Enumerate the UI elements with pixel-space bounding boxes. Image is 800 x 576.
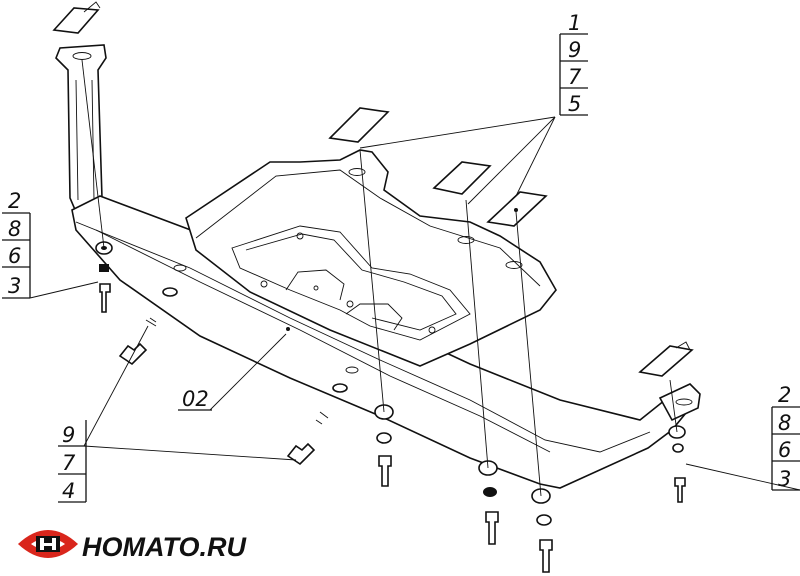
callout-top-right-1: 1 (568, 11, 581, 35)
callout-right-1: 2 (778, 383, 791, 407)
callout-top-right-4: 5 (568, 92, 581, 116)
bolt-stack-left (95, 241, 113, 313)
callout-top-right: 1 9 7 5 (559, 11, 588, 116)
callout-part: 02 (178, 387, 212, 411)
clip-nut-center (328, 107, 390, 143)
callout-top-right-2: 9 (568, 38, 581, 62)
callout-right-3: 6 (778, 438, 791, 462)
callout-bottom-left-3: 4 (62, 479, 75, 503)
bolt-stack-right (668, 425, 686, 503)
callout-left-3: 6 (8, 244, 21, 268)
clip-nut-far-right (638, 341, 694, 377)
callout-part-label: 02 (182, 387, 209, 411)
callout-bottom-left-1: 9 (62, 423, 75, 447)
callout-right: 2 8 6 3 (771, 383, 800, 491)
bolt-stack-mid-2 (478, 460, 499, 545)
bolt-stack-mid-3 (531, 488, 553, 573)
callout-right-4: 3 (778, 467, 791, 491)
callout-left: 2 8 6 3 (2, 189, 31, 299)
callout-left-4: 3 (8, 274, 21, 298)
callout-left-1: 2 (8, 189, 21, 213)
callout-top-right-3: 7 (568, 65, 582, 89)
callout-right-2: 8 (778, 411, 791, 435)
leader-lines (29, 59, 800, 497)
callout-bottom-left-2: 7 (62, 451, 76, 475)
logo-text: HOMATO.RU (82, 532, 247, 562)
clip-nut-right-2 (486, 191, 548, 227)
logo-emblem-icon (18, 530, 78, 558)
bolt-stack-mid-1 (374, 404, 394, 487)
callout-left-2: 8 (8, 217, 21, 241)
bolt-stack-front (118, 287, 348, 466)
clip-nut-left-top (52, 1, 101, 34)
callout-bottom-left: 9 7 4 (58, 420, 87, 503)
logo: HOMATO.RU (18, 530, 247, 562)
clip-nut-right-1 (432, 161, 492, 195)
skid-plate (55, 44, 701, 489)
